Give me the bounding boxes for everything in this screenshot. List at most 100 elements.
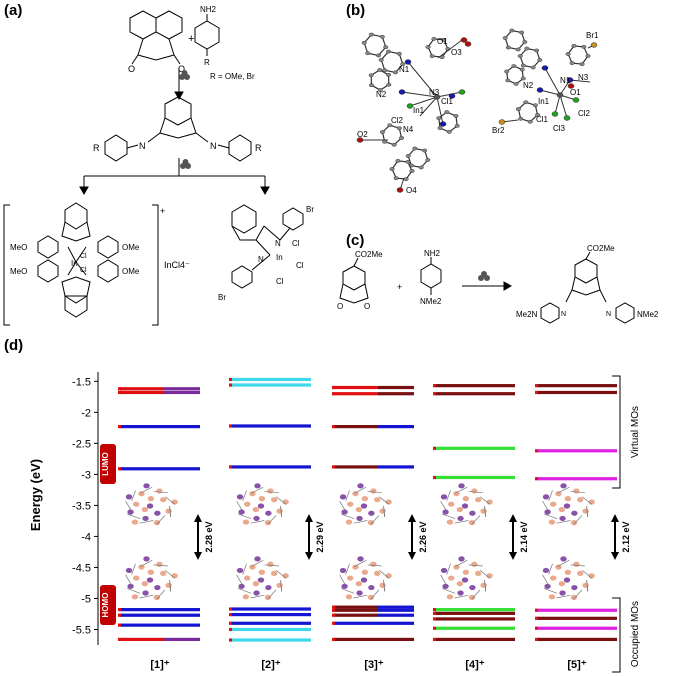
crystal-structure-right [498, 28, 598, 125]
acenaphthenequinone-structure [129, 10, 183, 65]
ligand-n-left: N [139, 141, 146, 151]
mo-level [231, 377, 311, 382]
mo-level [435, 384, 515, 388]
ester-left: CO2Me [355, 250, 383, 259]
y-axis-label: Energy (eV) [28, 459, 43, 531]
mo-level [537, 626, 617, 630]
homo-badge: HOMO [100, 585, 116, 625]
atom-label-left: In1 [413, 106, 425, 115]
atom-label-left: Cl1 [441, 97, 454, 106]
atom-label-left: Cl2 [391, 116, 404, 125]
homo-text: HOMO [101, 593, 110, 618]
occupied-label: Occupied MOs [630, 601, 641, 667]
gap-arrow [408, 514, 416, 560]
mo-level-end [332, 621, 335, 625]
mo-level [231, 607, 311, 611]
mo-level [334, 465, 378, 469]
substituent-note: R = OMe, Br [210, 72, 255, 81]
panel-label-b: (b) [346, 2, 366, 19]
mo-level-end [433, 384, 436, 388]
mo-level [378, 392, 414, 396]
panel-a-scheme: O O + NH2 R R = OMe, Br N [3, 5, 314, 326]
mo-level-end [535, 616, 538, 620]
mo-level-end [433, 392, 436, 396]
mo-level [120, 637, 164, 642]
mo-level [435, 475, 515, 480]
atom-label-left: N2 [376, 90, 387, 99]
mo-level-end [332, 605, 335, 609]
mo-level [231, 383, 311, 387]
complex2-n-1: N [275, 239, 281, 248]
mo-level [334, 621, 414, 625]
mo-level-end [229, 627, 232, 632]
panel-label-a: (a) [4, 2, 23, 19]
mo-level-end [229, 638, 232, 642]
mo-level [334, 608, 378, 612]
mo-level-end [433, 637, 436, 642]
mo-level [334, 385, 378, 390]
orbital-isosurface [236, 556, 289, 601]
y-ticks: -1.5-2-2.5-3-3.5-4-4.5-5-5.5 [72, 376, 98, 636]
mo-level-end [535, 449, 538, 453]
ligand-r-left: R [93, 143, 100, 153]
y-tick-label: -4.5 [72, 562, 91, 574]
complex2-in: In [276, 253, 283, 262]
mo-level [378, 385, 414, 390]
ester-right: CO2Me [587, 244, 615, 253]
ome-label-4: OMe [122, 267, 140, 276]
mo-level [378, 465, 414, 469]
mo-level [164, 387, 200, 391]
ome-label-2: OMe [122, 243, 140, 252]
orbital-isosurface [440, 483, 493, 526]
product-nme2-left: Me2N [516, 310, 538, 319]
mo-level-end [229, 612, 232, 617]
mo-level-end [118, 623, 121, 627]
gap-arrow [194, 514, 202, 560]
y-tick-label: -2 [81, 407, 91, 419]
mo-level [120, 425, 200, 429]
atom-label-right: Br1 [586, 31, 599, 40]
mo-level-end [332, 637, 335, 642]
orbital-isosurfaces [125, 483, 595, 601]
mo-levels [118, 377, 617, 642]
c-nme2: NMe2 [420, 297, 442, 306]
compound-label: [4]⁺ [465, 659, 484, 671]
orbital-isosurface [339, 556, 392, 601]
panel-label-d: (d) [4, 337, 24, 354]
complex2-br-1: Br [306, 205, 314, 214]
panel-d-energy-diagram: Energy (eV) -1.5-2-2.5-3-3.5-4-4.5-5-5.5… [28, 372, 641, 673]
mo-level-end [118, 425, 121, 429]
mo-level [164, 390, 200, 395]
complex1-in: In [71, 259, 78, 268]
atom-label-left: O2 [357, 130, 368, 139]
complex1-cl-2: Cl [80, 267, 87, 274]
mo-level [120, 390, 164, 395]
y-tick-label: -3.5 [72, 500, 91, 512]
compound-label: [3]⁺ [364, 659, 383, 671]
compound-labels: [1]⁺[2]⁺[3]⁺[4]⁺[5]⁺ [150, 659, 586, 671]
ligand-r-right: R [255, 143, 262, 153]
gap-value: 2.14 eV [519, 521, 529, 552]
orbital-isosurface [125, 556, 178, 601]
y-tick-label: -4 [81, 531, 91, 543]
aniline-nh2: NH2 [200, 5, 217, 14]
mo-level-end [332, 385, 335, 390]
mo-level [231, 612, 311, 617]
atom-label-left: N3 [429, 88, 440, 97]
mo-level-end [118, 613, 121, 617]
mo-level-end [535, 626, 538, 630]
virtual-label: Virtual MOs [630, 406, 641, 458]
complex2-n-2: N [258, 255, 264, 264]
mo-level [231, 424, 311, 428]
svg-text:O: O [128, 64, 135, 74]
svg-text:N: N [561, 311, 566, 318]
mo-level [231, 627, 311, 632]
mo-level-end [229, 607, 232, 611]
crystal-structure-left [356, 32, 472, 193]
svg-text:O: O [178, 64, 185, 74]
lumo-text: LUMO [101, 452, 110, 476]
atom-label-right: In1 [538, 97, 550, 106]
product-bian-structure [540, 251, 635, 324]
mo-level [537, 390, 617, 395]
